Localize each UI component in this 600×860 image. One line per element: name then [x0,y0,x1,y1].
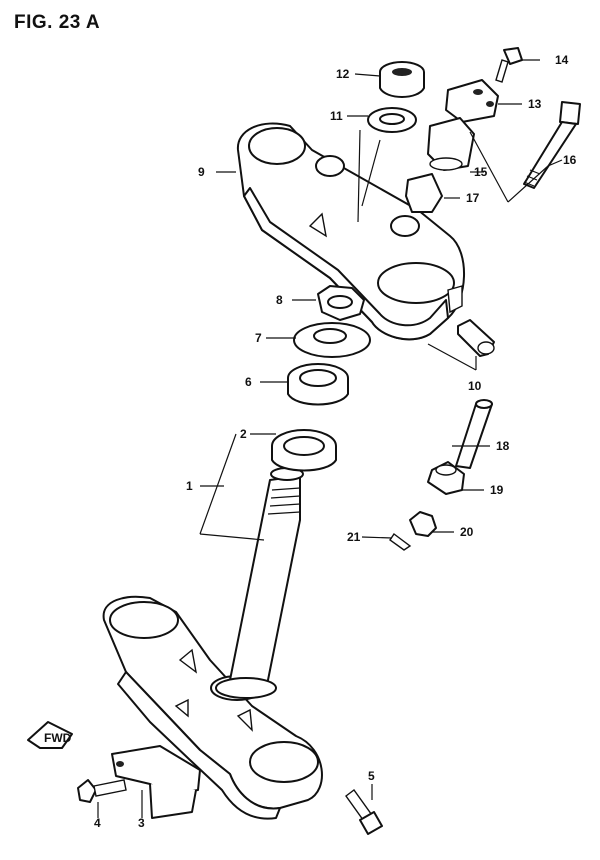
bolt-4 [77,779,127,803]
bolt-14 [495,47,523,83]
washer-11 [367,107,417,133]
callout-5: 5 [368,769,375,783]
callout-16: 16 [563,153,577,167]
callout-6: 6 [245,375,252,389]
cushion-19 [427,461,465,495]
bolt-10 [457,319,495,357]
bearing-race [271,429,337,472]
callout-9: 9 [198,165,205,179]
lower-bracket [102,595,323,820]
callout-20: 20 [460,525,474,539]
callout-17: 17 [466,191,480,205]
collar-18 [455,399,493,469]
callout-19: 19 [490,483,504,497]
callout-2: 2 [240,427,247,441]
bolt-5 [345,789,383,835]
callout-13: 13 [528,97,542,111]
bearing-upper [287,363,349,406]
callout-15: 15 [474,165,488,179]
callout-8: 8 [276,293,283,307]
handlebar-holder-lower [427,117,475,171]
callout-18: 18 [496,439,510,453]
cotter-pin [389,532,412,551]
long-bolt [523,101,581,189]
upper-bracket [236,122,466,341]
nut-20 [409,511,437,537]
callout-3: 3 [138,816,145,830]
callout-14: 14 [555,53,569,67]
handlebar-holder-upper [445,79,499,123]
callout-11: 11 [330,109,343,123]
callout-21: 21 [347,530,361,544]
forward-arrow: FWD [27,721,73,749]
callout-4: 4 [94,816,101,830]
stem-nut [317,285,365,321]
cushion-17 [405,173,443,213]
callout-labels: 1 2 3 4 5 6 7 8 9 10 11 12 13 14 15 16 1… [94,53,577,830]
seal-washer [293,322,371,358]
steering-stem-shaft [215,467,304,699]
callout-12: 12 [336,67,350,81]
callout-1: 1 [186,479,193,493]
leader-lines [97,59,563,818]
cap-nut [379,61,425,98]
figure-title: FIG. 23 A [14,12,101,33]
callout-10: 10 [468,379,482,393]
callout-7: 7 [255,331,262,345]
bracket-piece [111,745,201,819]
forward-arrow-label: FWD [44,731,72,745]
